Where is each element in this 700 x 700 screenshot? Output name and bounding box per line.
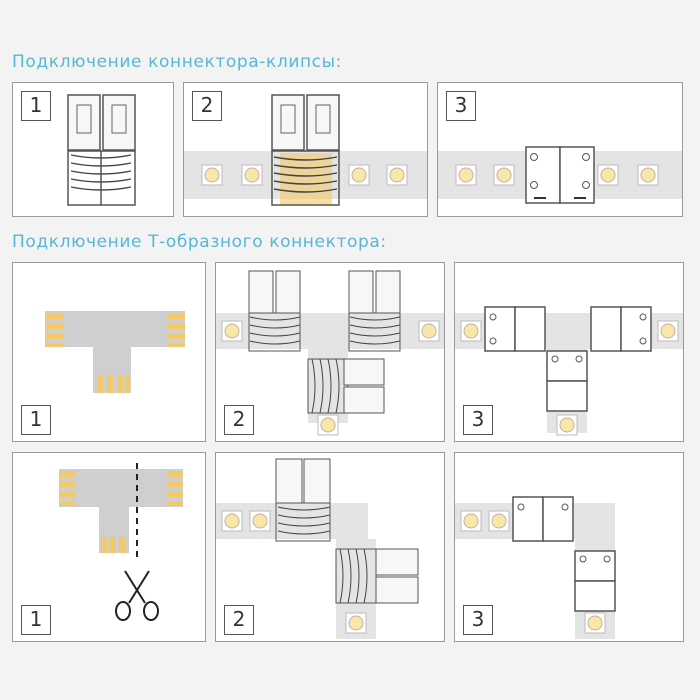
step-number: 1	[21, 605, 51, 635]
t-connector-insert-icon	[216, 270, 444, 436]
t-board-cut-icon	[59, 463, 183, 621]
t-panel-1: 1	[12, 262, 206, 442]
step-number: 3	[446, 91, 476, 121]
step-number: 2	[224, 605, 254, 635]
scissors-icon	[115, 570, 159, 621]
t-board-icon	[45, 311, 185, 393]
led-icon	[221, 510, 367, 634]
l-connector-insert-icon	[216, 458, 419, 639]
step-number: 2	[192, 91, 222, 121]
step-number: 3	[463, 405, 493, 435]
l-connector-closed-icon	[455, 496, 616, 639]
clip-panel-3: 3	[437, 82, 683, 217]
t-section-title: Подключение Т-образного коннектора:	[12, 232, 387, 252]
l-panel-3: 3	[454, 452, 684, 642]
l-panel-2: 2	[215, 452, 445, 642]
clip-insert-strip-icon	[184, 94, 427, 206]
t-panel-3: 3	[454, 262, 684, 442]
step-number: 2	[224, 405, 254, 435]
l-panel-1: 1	[12, 452, 206, 642]
t-connector-closed-icon	[455, 306, 683, 436]
clip-connector-open-icon	[67, 94, 136, 206]
t-panel-2: 2	[215, 262, 445, 442]
led-icon	[460, 320, 679, 436]
clip-panel-1: 1	[12, 82, 174, 217]
clip-closed-icon	[438, 146, 682, 204]
led-icon	[455, 164, 659, 186]
step-number: 1	[21, 405, 51, 435]
step-number: 1	[21, 91, 51, 121]
led-icon	[201, 164, 408, 186]
clip-section-title: Подключение коннектора-клипсы:	[12, 52, 342, 72]
step-number: 3	[463, 605, 493, 635]
led-icon	[460, 510, 606, 634]
led-icon	[221, 320, 440, 436]
clip-panel-2: 2	[183, 82, 428, 217]
